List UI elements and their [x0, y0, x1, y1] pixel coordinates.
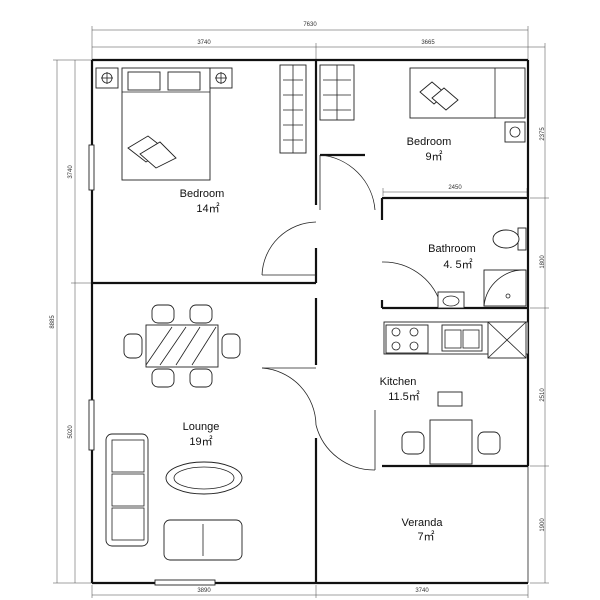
- nightstand-icon: [504, 121, 526, 143]
- dining-table-icon: [123, 304, 241, 388]
- wardrobe-icon: [319, 64, 355, 121]
- nightstand-icon: [95, 67, 119, 89]
- kitchen-table-icon: [401, 391, 501, 465]
- fridge-icon: [487, 321, 527, 359]
- dim-bottom-right: 3740: [415, 588, 429, 594]
- room-area-bedroom-2: 9㎡: [425, 150, 442, 163]
- dim-left-lower: 5020: [68, 425, 74, 439]
- dim-right-veranda: 1900: [540, 518, 546, 532]
- toilet-icon: [492, 227, 527, 251]
- dim-right-bedroom: 2375: [540, 127, 546, 141]
- dim-bottom-left: 3890: [197, 588, 211, 594]
- shower-icon: [483, 269, 527, 307]
- dim-right-kitchen: 2510: [540, 388, 546, 402]
- doors: [261, 154, 441, 471]
- dim-bathroom-width: 2450: [448, 185, 462, 191]
- loveseat-icon: [163, 519, 243, 561]
- room-area-lounge: 19㎡: [189, 435, 212, 448]
- kitchen-sink-icon: [441, 324, 483, 352]
- room-name-kitchen: Kitchen: [380, 376, 417, 388]
- room-area-kitchen: 11.5㎡: [388, 390, 420, 403]
- sofa-icon: [105, 433, 149, 547]
- room-area-veranda: 7㎡: [417, 530, 434, 543]
- dim-overall-width: 7630: [303, 22, 317, 28]
- room-name-bedroom-1: Bedroom: [180, 188, 225, 200]
- dim-top-right: 3665: [421, 40, 435, 46]
- dim-left-upper: 3740: [68, 165, 74, 179]
- dim-top-left: 3740: [197, 40, 211, 46]
- room-name-bathroom: Bathroom: [428, 243, 476, 255]
- room-area-bathroom: 4. 5㎡: [443, 258, 472, 271]
- room-name-veranda: Veranda: [402, 517, 444, 529]
- room-area-bedroom-1: 14㎡: [196, 202, 219, 215]
- sink-icon: [437, 291, 465, 309]
- coffee-table-icon: [165, 461, 243, 495]
- room-name-lounge: Lounge: [183, 421, 220, 433]
- stove-icon: [385, 324, 429, 354]
- windows: [88, 144, 216, 586]
- bed-single-icon: [409, 67, 526, 119]
- wardrobe-icon: [279, 64, 307, 154]
- dim-left-overall: 8885: [50, 315, 56, 329]
- room-name-bedroom-2: Bedroom: [407, 136, 452, 148]
- dim-right-bathroom: 1800: [540, 255, 546, 269]
- nightstand-icon: [209, 67, 233, 89]
- walls: [90, 58, 530, 585]
- bed-double-icon: [121, 67, 211, 181]
